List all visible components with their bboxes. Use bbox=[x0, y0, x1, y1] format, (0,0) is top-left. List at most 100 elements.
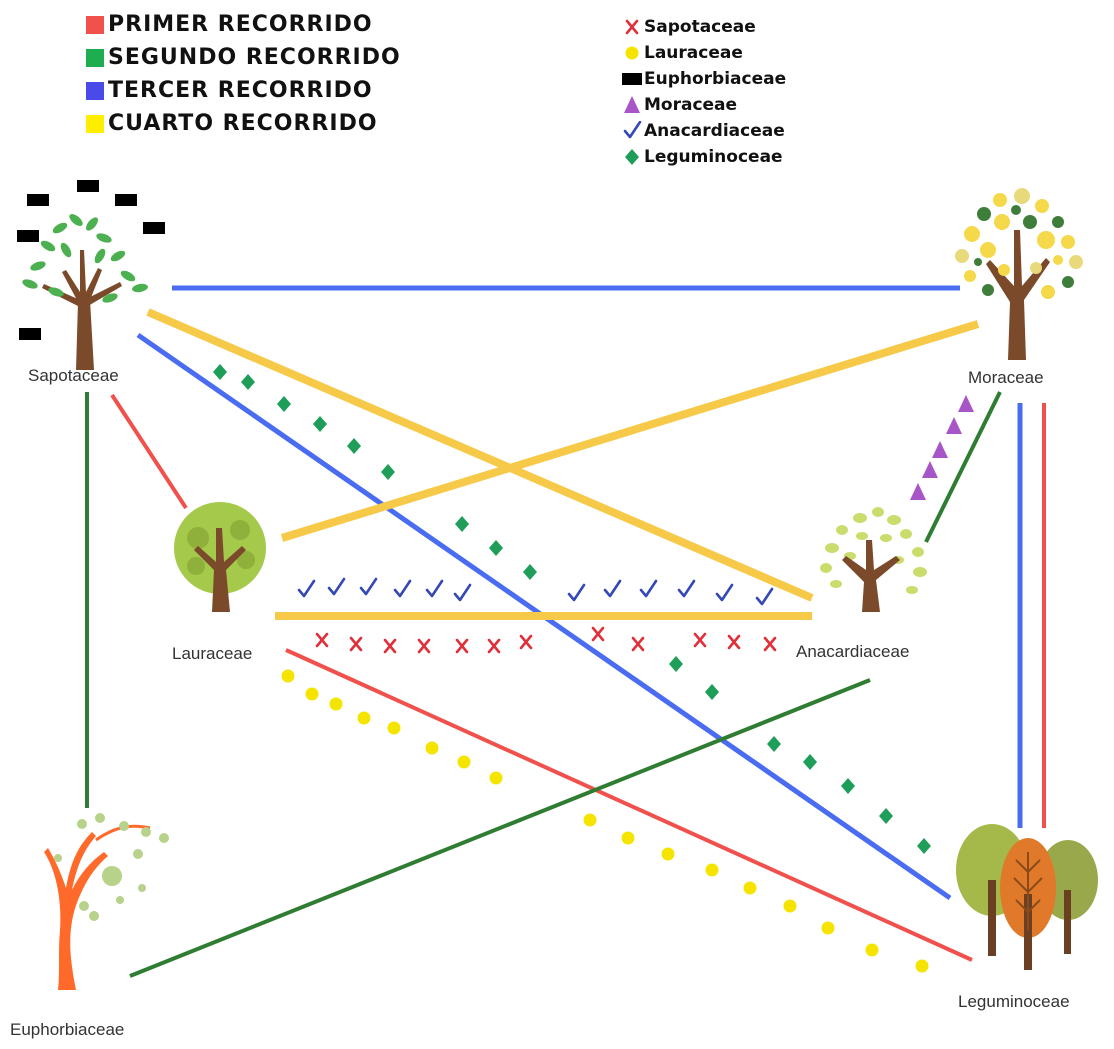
circle-icon bbox=[357, 711, 371, 725]
triangle-icon bbox=[958, 395, 974, 412]
route-line-red-lauraceae-leguminoceae bbox=[285, 648, 973, 962]
routes-legend-item: CUARTO RECORRIDO bbox=[86, 107, 401, 140]
family-label: Moraceae bbox=[644, 95, 738, 115]
diamond-icon bbox=[313, 416, 327, 432]
x-mark-icon bbox=[622, 17, 642, 37]
check-mark-icon bbox=[453, 583, 472, 602]
check-mark-icon bbox=[622, 120, 642, 141]
x-mark-icon bbox=[383, 638, 397, 654]
node-label-euphorbiaceae: Euphorbiaceae bbox=[10, 1020, 125, 1039]
diamond-icon bbox=[917, 838, 931, 854]
circle-icon bbox=[915, 959, 929, 973]
diamond-icon bbox=[347, 438, 361, 454]
check-mark-icon bbox=[639, 579, 658, 598]
triangle-icon bbox=[910, 483, 926, 500]
families-legend-item: Sapotaceae bbox=[622, 14, 786, 40]
route-label: TERCER RECORRIDO bbox=[108, 78, 373, 103]
circle-icon bbox=[329, 697, 343, 711]
diamond-icon bbox=[803, 754, 817, 770]
circle-icon bbox=[783, 899, 797, 913]
rectangle-icon bbox=[621, 69, 643, 89]
circle-icon bbox=[387, 721, 401, 735]
check-mark-icon bbox=[327, 577, 346, 596]
x-mark-icon bbox=[315, 632, 329, 648]
family-label: Leguminoceae bbox=[644, 147, 783, 167]
check-mark-icon bbox=[297, 579, 316, 598]
diamond-icon bbox=[841, 778, 855, 794]
circle-icon bbox=[622, 43, 642, 63]
circle-icon bbox=[705, 863, 719, 877]
family-label: Euphorbiaceae bbox=[644, 69, 787, 89]
moraceae-tree-icon bbox=[955, 188, 1083, 360]
node-label-anacardiaceae: Anacardiaceae bbox=[796, 642, 910, 661]
diamond-icon bbox=[669, 656, 683, 672]
families-legend-item: Euphorbiaceae bbox=[621, 66, 787, 92]
triangle-icon bbox=[624, 96, 640, 113]
diamond-icon bbox=[277, 396, 291, 412]
routes-legend-item: SEGUNDO RECORRIDO bbox=[86, 41, 401, 74]
triangle-icon bbox=[932, 441, 948, 458]
rectangle-icon bbox=[143, 222, 165, 234]
route-line-green-moraceae-anacardiaceae bbox=[924, 391, 1002, 543]
diamond-icon bbox=[705, 684, 719, 700]
x-mark-icon bbox=[693, 632, 707, 648]
x-mark-icon bbox=[455, 638, 469, 654]
families-legend-item: Anacardiaceae bbox=[622, 118, 786, 144]
route-color-swatch bbox=[86, 15, 104, 34]
triangle-icon bbox=[922, 461, 938, 478]
circle-icon bbox=[305, 687, 319, 701]
x-mark-icon bbox=[591, 626, 605, 642]
family-label: Sapotaceae bbox=[644, 17, 756, 37]
triangle-icon bbox=[946, 417, 962, 434]
circle-icon bbox=[661, 847, 675, 861]
check-mark-icon bbox=[567, 583, 586, 602]
family-label: Anacardiaceae bbox=[644, 121, 785, 141]
route-label: SEGUNDO RECORRIDO bbox=[108, 45, 401, 70]
circle-icon bbox=[583, 813, 597, 827]
x-mark-icon bbox=[349, 636, 363, 652]
route-line-red-sapotaceae-lauraceae bbox=[110, 393, 188, 510]
circle-icon bbox=[489, 771, 503, 785]
triangle-icon bbox=[622, 95, 642, 115]
families-legend-item: Lauraceae bbox=[622, 40, 786, 66]
families-legend-item: Leguminoceae bbox=[622, 144, 786, 170]
circle-icon bbox=[281, 669, 295, 683]
anacardiaceae-tree-icon bbox=[820, 507, 927, 612]
check-mark-icon bbox=[393, 579, 412, 598]
family-label: Lauraceae bbox=[644, 43, 743, 63]
route-color-swatch bbox=[86, 81, 104, 100]
route-color-swatch bbox=[86, 48, 104, 67]
route-line-yellow-lauraceae-moraceae bbox=[280, 320, 980, 542]
x-mark-icon bbox=[727, 634, 741, 650]
diamond-icon bbox=[455, 516, 469, 532]
route-label: CUARTO RECORRIDO bbox=[108, 111, 378, 136]
route-color-swatch bbox=[86, 114, 104, 133]
route-label: PRIMER RECORRIDO bbox=[108, 12, 373, 37]
circle-icon bbox=[425, 741, 439, 755]
node-label-moraceae: Moraceae bbox=[968, 368, 1044, 387]
circle-icon bbox=[821, 921, 835, 935]
check-mark-icon bbox=[755, 587, 774, 606]
diamond-icon bbox=[213, 364, 227, 380]
leguminoceae-tree-icon bbox=[956, 824, 1098, 970]
check-mark-icon bbox=[425, 579, 444, 598]
diamond-icon bbox=[767, 736, 781, 752]
routes-legend-item: PRIMER RECORRIDO bbox=[86, 8, 401, 41]
diamond-icon bbox=[622, 147, 642, 167]
check-mark-icon bbox=[359, 577, 378, 596]
diamond-icon bbox=[625, 149, 639, 165]
circle-icon bbox=[457, 755, 471, 769]
diamond-icon bbox=[489, 540, 503, 556]
rectangle-icon bbox=[77, 180, 99, 192]
rectangle-icon bbox=[17, 230, 39, 242]
rectangle-icon bbox=[19, 328, 41, 340]
circle-icon bbox=[621, 831, 635, 845]
rectangle-icon bbox=[27, 194, 49, 206]
families-legend-item: Moraceae bbox=[622, 92, 786, 118]
routes-legend-item: TERCER RECORRIDO bbox=[86, 74, 401, 107]
x-mark-icon bbox=[487, 638, 501, 654]
circle-icon bbox=[743, 881, 757, 895]
circle-icon bbox=[865, 943, 879, 957]
